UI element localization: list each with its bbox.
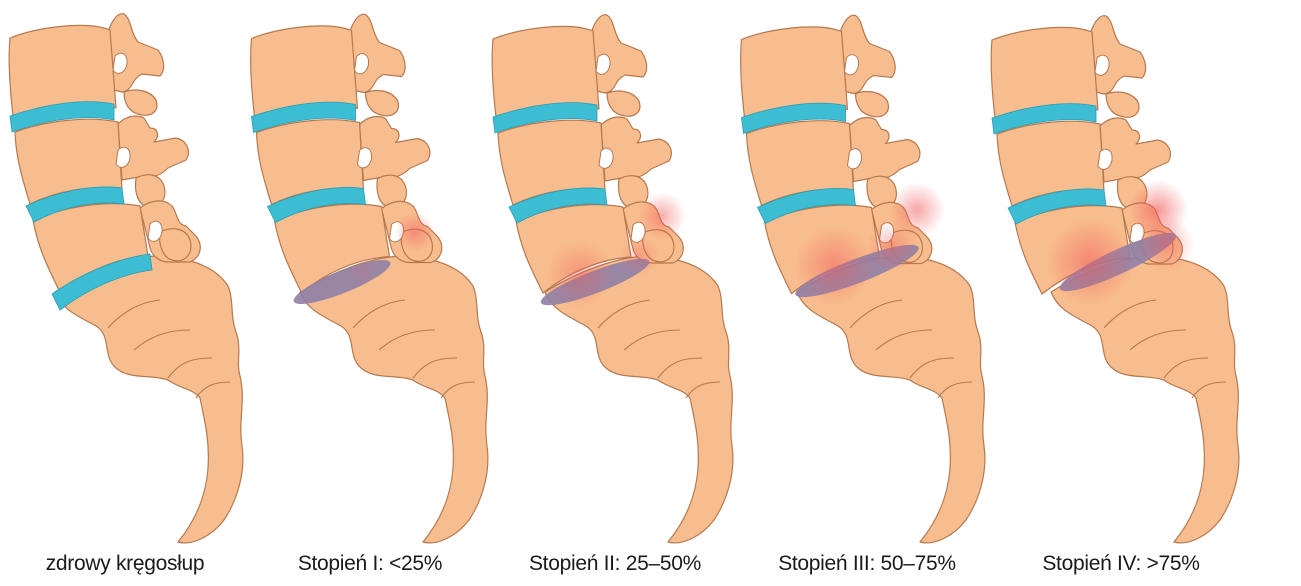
vertebra-l3-facet xyxy=(124,90,157,115)
caption-healthy-spine: zdrowy kręgosłup xyxy=(0,552,250,576)
foramen-l3 xyxy=(596,54,610,74)
inflammation-glow xyxy=(638,192,686,240)
spine-illustration xyxy=(0,0,250,550)
vertebra-l4-process xyxy=(850,118,920,182)
inflammation-glow xyxy=(1046,218,1134,306)
inflammation-glow xyxy=(1138,216,1194,272)
upper-vertebrae-group xyxy=(9,14,200,292)
foramen-l4 xyxy=(848,149,862,169)
vertebra-l4-process xyxy=(1100,118,1170,182)
vertebra-l3-process xyxy=(591,15,647,93)
vertebra-l3-facet xyxy=(607,91,640,116)
vertebra-l4-process xyxy=(601,117,671,181)
foramen-l4 xyxy=(1098,149,1112,169)
spine-illustration xyxy=(245,0,495,550)
caption-grade-1: Stopień I: <25% xyxy=(245,552,495,576)
vertebra-l4-process xyxy=(118,116,188,180)
foramen-l3 xyxy=(355,54,369,74)
sacrum-bone xyxy=(300,256,488,543)
spine-illustration xyxy=(996,0,1246,550)
caption-grade-3: Stopień III: 50–75% xyxy=(742,552,992,576)
inflammation-glow xyxy=(349,258,377,286)
inflammation-glow xyxy=(794,226,874,306)
vertebra-l4-process xyxy=(360,117,430,181)
caption-grade-4: Stopień IV: >75% xyxy=(996,552,1246,576)
vertebra-l3-process xyxy=(1090,16,1146,94)
foramen-l4 xyxy=(599,148,613,168)
foramen-l3 xyxy=(1095,55,1109,75)
inflammation-glow xyxy=(395,212,435,252)
caption-grade-2: Stopień II: 25–50% xyxy=(490,552,740,576)
vertebra-l3-facet xyxy=(1106,92,1139,117)
spine-illustration xyxy=(490,0,740,550)
vertebra-l3-process xyxy=(108,14,164,92)
inflammation-glow xyxy=(546,240,614,308)
vertebra-l3-facet xyxy=(366,91,399,116)
spine-illustration xyxy=(742,0,992,550)
foramen-l3 xyxy=(113,53,127,73)
foramen-l5 xyxy=(148,221,162,241)
foramen-l4 xyxy=(358,148,372,168)
foramen-l4 xyxy=(116,147,130,167)
sacrum-bone xyxy=(55,256,243,543)
inflammation-glow xyxy=(620,236,660,276)
vertebra-l3-process xyxy=(350,14,406,92)
vertebra-l3-process xyxy=(840,15,896,93)
inflammation-glow xyxy=(866,220,918,272)
vertebra-l3-facet xyxy=(856,92,889,117)
foramen-l3 xyxy=(845,55,859,75)
